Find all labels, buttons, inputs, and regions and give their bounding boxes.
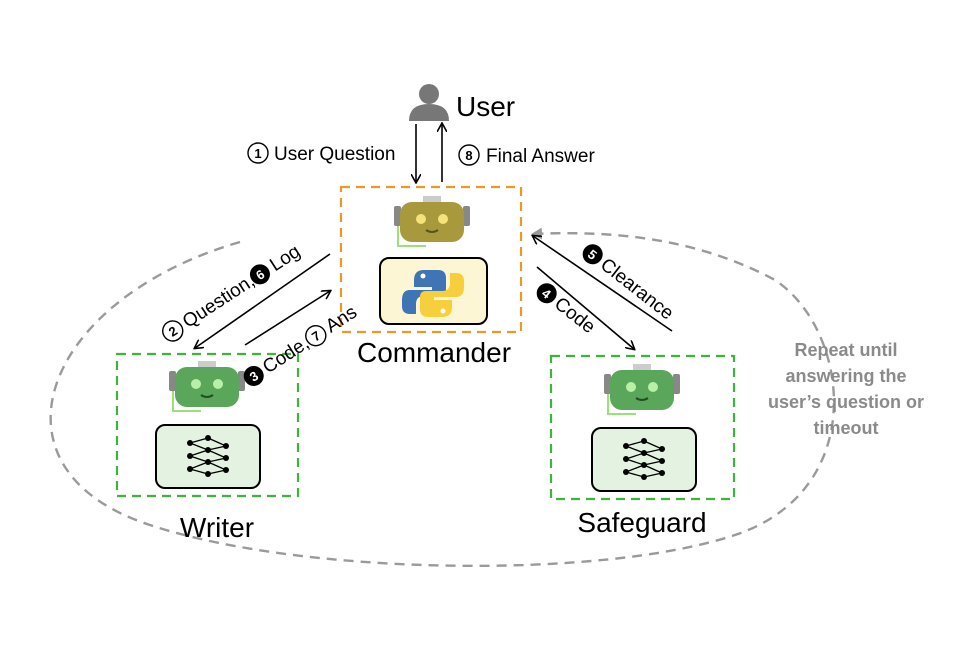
- svg-text:2: 2: [166, 323, 180, 340]
- step-8-label: 8 Final Answer: [458, 144, 595, 167]
- commander-node: Commander: [339, 185, 523, 368]
- svg-text:7: 7: [309, 328, 323, 345]
- safeguard-label: Safeguard: [577, 507, 706, 538]
- commander-label: Commander: [357, 337, 511, 368]
- writer-robot-icon: [168, 360, 246, 412]
- writer-node: Writer: [115, 352, 300, 543]
- svg-text:1: 1: [254, 146, 261, 161]
- svg-text:Log: Log: [266, 241, 304, 276]
- repeat-loop: [49, 227, 835, 567]
- neural-network-icon: [155, 424, 261, 489]
- svg-text:answering the: answering the: [785, 366, 906, 386]
- repeat-note: Repeat until answering the user’s questi…: [768, 340, 924, 438]
- svg-text:Repeat until: Repeat until: [794, 340, 897, 360]
- arrow-commander-to-safeguard: [536, 266, 634, 349]
- svg-text:Question,: Question,: [179, 271, 259, 333]
- user-label: User: [456, 91, 515, 122]
- user-node: User: [409, 84, 515, 122]
- commander-robot-icon: [393, 195, 471, 247]
- svg-text:8: 8: [465, 148, 472, 163]
- user-icon: [409, 84, 449, 121]
- arrow-commander-to-writer: [195, 253, 331, 348]
- arrow-writer-to-commander: [244, 291, 330, 346]
- step-2-6-label: 2 Question, 6 Log: [162, 241, 304, 342]
- safeguard-node: Safeguard: [549, 354, 736, 538]
- svg-text:timeout: timeout: [814, 418, 879, 438]
- step-5-label: 5 Clearance: [582, 244, 677, 324]
- svg-text:User Question: User Question: [274, 144, 395, 165]
- writer-label: Writer: [180, 512, 254, 543]
- svg-text:Code: Code: [550, 293, 599, 338]
- arrow-safeguard-to-commander: [533, 236, 673, 332]
- svg-text:Ans: Ans: [322, 302, 361, 337]
- svg-text:Final Answer: Final Answer: [486, 146, 595, 167]
- neural-network-icon: [591, 427, 697, 492]
- python-logo-icon: [379, 257, 488, 325]
- svg-text:Code,: Code,: [259, 333, 313, 378]
- svg-text:user’s question or: user’s question or: [768, 392, 924, 412]
- step-3-7-label: 3 Code, 7 Ans: [243, 302, 361, 386]
- step-4-label: 4 Code: [536, 283, 599, 338]
- step-1-label: 1 User Question: [247, 142, 395, 165]
- svg-text:Clearance: Clearance: [596, 254, 677, 324]
- safeguard-robot-icon: [603, 363, 681, 415]
